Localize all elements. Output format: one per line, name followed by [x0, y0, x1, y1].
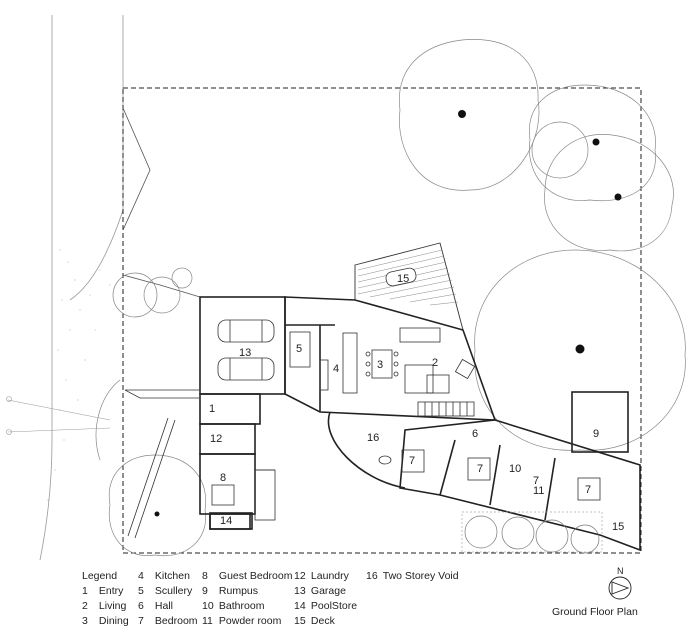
room-label-2: 2 [432, 357, 438, 369]
side-fence [124, 389, 276, 539]
site-boundary [122, 87, 642, 554]
legend-title: Legend [82, 570, 118, 582]
room-label-1: 1 [209, 403, 215, 415]
legend-item: 16 Two Storey Void [366, 570, 459, 582]
tree-canopy-6 [108, 454, 207, 557]
room-label-7d: 7 [533, 475, 539, 487]
street-edge [39, 15, 124, 561]
legend-item: 14 PoolStore [294, 600, 358, 612]
legend-item: 13 Garage [294, 585, 346, 597]
legend-item: 5 Scullery [138, 585, 193, 597]
driveway-line [122, 107, 151, 231]
legend-column-5: 16 Two Storey Void [366, 569, 459, 584]
survey-markers [6, 396, 111, 435]
furniture [211, 327, 601, 506]
room-label-11: 11 [533, 485, 544, 497]
legend-item: 9 Rumpus [202, 585, 259, 597]
tree-trunk-5 [154, 511, 160, 517]
north-arrow [608, 576, 632, 600]
tree-canopy-2 [529, 84, 656, 202]
legend-column-4: 12 Laundry 13 Garage 14 PoolStore 15 Dec… [294, 569, 357, 629]
tree-canopy-10 [95, 379, 121, 461]
legend-column-1: 1 Entry 2 Living 3 Dining [82, 584, 129, 629]
tree-canopy-8 [143, 276, 181, 314]
room-label-15-deck: 15 [612, 521, 624, 533]
fence-line [122, 274, 201, 298]
legend-item: 1 Entry [82, 585, 124, 597]
tree-canopy-7 [112, 272, 158, 318]
plan-caption: Ground Floor Plan [552, 606, 638, 618]
room-label-3: 3 [377, 359, 383, 371]
tree-canopy-9 [171, 267, 193, 289]
tree-canopy-3 [544, 134, 674, 252]
room-label-6: 6 [472, 428, 478, 440]
legend-item: 3 Dining [82, 615, 129, 627]
room-label-14: 14 [220, 515, 232, 527]
room-label-16: 16 [367, 432, 379, 444]
legend-column-2: 4 Kitchen 5 Scullery 6 Hall 7 Bedroom [138, 569, 198, 629]
tree-canopy-1 [399, 39, 540, 191]
room-label-8: 8 [220, 472, 226, 484]
stipple-area [47, 249, 111, 501]
legend-item: 7 Bedroom [138, 615, 198, 627]
room-label-7a: 7 [409, 455, 415, 467]
tree-trunk-4 [575, 344, 585, 354]
tree-canopy-5 [474, 249, 686, 451]
north-label: N [617, 566, 624, 576]
room-label-10: 10 [509, 463, 521, 475]
room-label-4: 4 [333, 363, 339, 375]
tree-trunk-1 [458, 110, 466, 118]
room-label-5: 5 [296, 343, 302, 355]
room-label-7b: 7 [477, 463, 483, 475]
legend-item: 11 Powder room [202, 615, 282, 627]
tree-trunk-3 [614, 193, 622, 201]
legend-item: 10 Bathroom [202, 600, 265, 612]
building-walls [199, 296, 641, 552]
legend-item: 2 Living [82, 600, 127, 612]
legend-item: 15 Deck [294, 615, 335, 627]
trees [95, 39, 686, 557]
legend-column-3: 8 Guest Bedroom 9 Rumpus 10 Bathroom 11 … [202, 569, 292, 629]
legend-item: 6 Hall [138, 600, 174, 612]
legend-item: 4 Kitchen [138, 570, 190, 582]
cars [217, 319, 275, 381]
legend-item: 12 Laundry [294, 570, 349, 582]
room-label-12: 12 [210, 433, 222, 445]
room-label-13: 13 [239, 347, 251, 359]
pool [354, 242, 464, 331]
legend-item: 8 Guest Bedroom [202, 570, 293, 582]
tree-trunk-2 [592, 138, 600, 146]
room-label-9: 9 [593, 428, 599, 440]
tree-trunks [154, 110, 622, 517]
room-label-15-pool: 15 [397, 273, 409, 285]
room-label-7c: 7 [585, 484, 591, 496]
tree-canopy-4 [531, 121, 589, 179]
room-labels: 1 2 3 4 5 6 7 7 7 7 8 9 10 11 12 13 14 1… [209, 273, 624, 533]
deck-pavers [461, 511, 603, 554]
